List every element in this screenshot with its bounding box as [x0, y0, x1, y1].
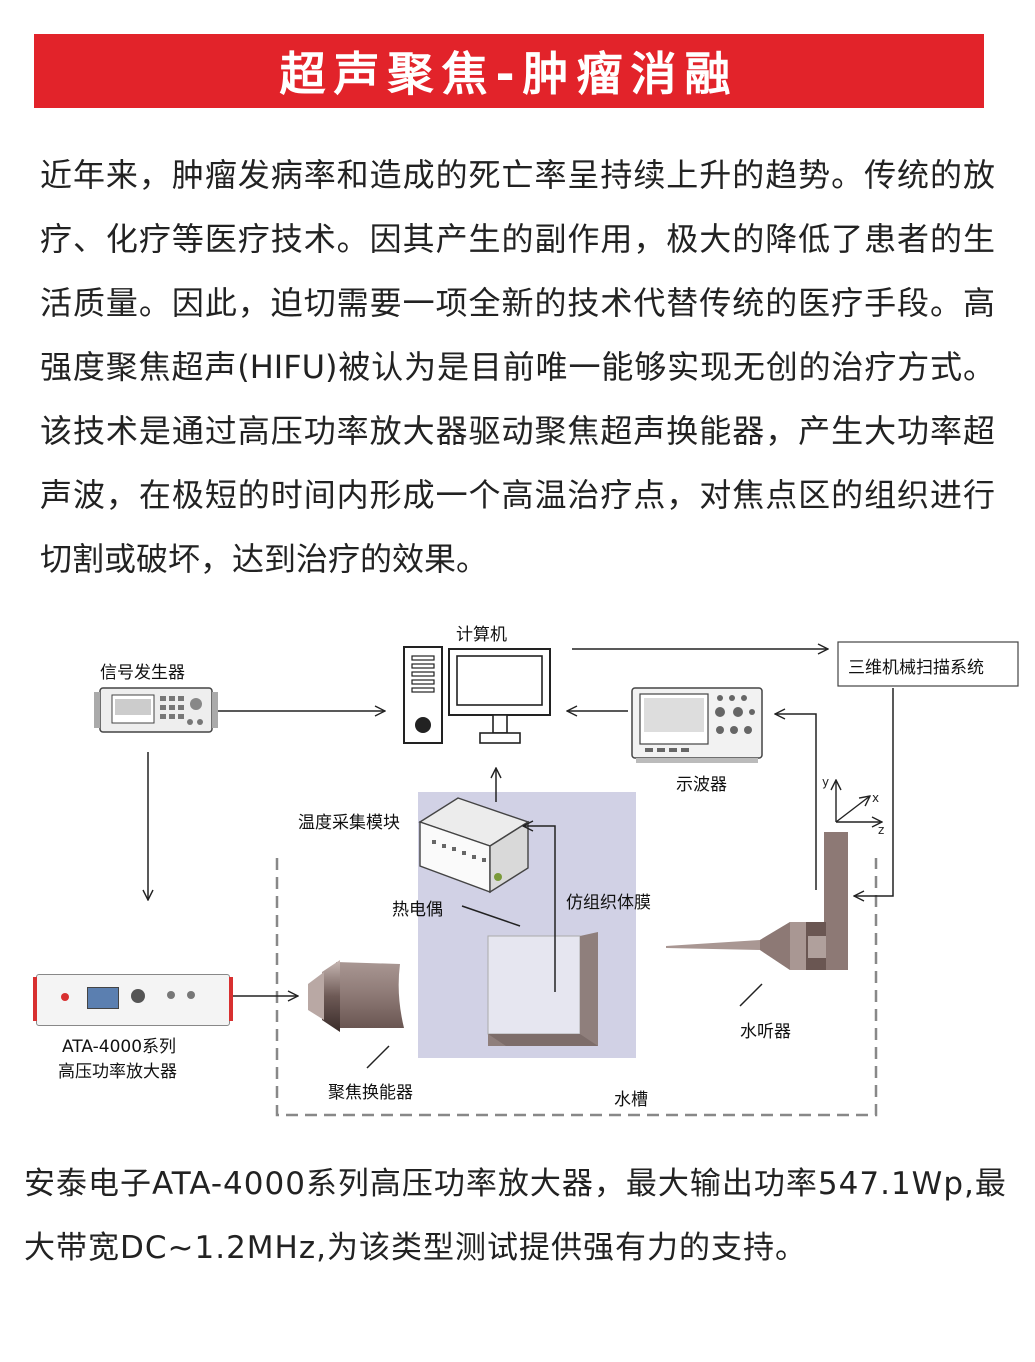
arrow-hydrophone-to-scope: [775, 714, 817, 890]
thermocouple-leader: [461, 905, 521, 927]
transducer-leader: [366, 1045, 390, 1069]
tank-label: 水槽: [614, 1090, 648, 1110]
hydrophone-leader: [739, 983, 763, 1007]
amplifier-label-line2: 高压功率放大器: [58, 1062, 177, 1082]
diagram-svg: y x z: [94, 641, 1019, 1117]
computer-label: 计算机: [456, 625, 507, 645]
transducer-label: 聚焦换能器: [328, 1083, 413, 1103]
hifu-system-diagram: y x z 计算机 信号发生器 三维机械扫描系统 示波器 温: [0, 600, 1035, 1140]
water-tank-outline: [275, 858, 878, 1117]
footer-paragraph: 安泰电子ATA-4000系列高压功率放大器，最大输出功率547.1Wp,最大带宽…: [24, 1166, 1007, 1266]
hydrophone-icon: [666, 832, 848, 970]
computer-icon: [403, 646, 551, 744]
temperature-module-label: 温度采集模块: [298, 813, 400, 833]
intro-paragraph: 近年来，肿瘤发病率和造成的死亡率呈持续上升的趋势。传统的放疗、化疗等医疗技术。因…: [40, 156, 995, 578]
scan-system-box: [837, 641, 1019, 687]
oscilloscope-label: 示波器: [676, 775, 727, 795]
title-banner: 超声聚焦-肿瘤消融: [34, 34, 984, 108]
line-scan-to-arm: [854, 688, 894, 896]
xyz-axes: [836, 780, 882, 822]
axis-x-label: x: [872, 791, 879, 805]
axis-y-label: y: [822, 775, 829, 789]
thermocouple-label: 热电偶: [392, 900, 443, 920]
banner-title: 超声聚焦-肿瘤消融: [279, 47, 739, 101]
amplifier-device-icon: [33, 974, 233, 1026]
signal-generator-icon: [94, 687, 218, 733]
oscilloscope-icon: [631, 687, 763, 763]
focused-transducer-icon: [308, 960, 404, 1032]
axis-z-label: z: [878, 823, 884, 837]
phantom-block: [487, 932, 598, 1046]
arrow-phantom-to-module: [523, 826, 556, 992]
signal-generator-label: 信号发生器: [100, 663, 185, 683]
scan-system-label: 三维机械扫描系统: [848, 658, 984, 678]
phantom-label: 仿组织体膜: [566, 893, 651, 913]
hydrophone-label: 水听器: [740, 1022, 791, 1042]
temperature-module-icon: [418, 797, 530, 894]
amplifier-label-line1: ATA-4000系列: [62, 1037, 177, 1057]
